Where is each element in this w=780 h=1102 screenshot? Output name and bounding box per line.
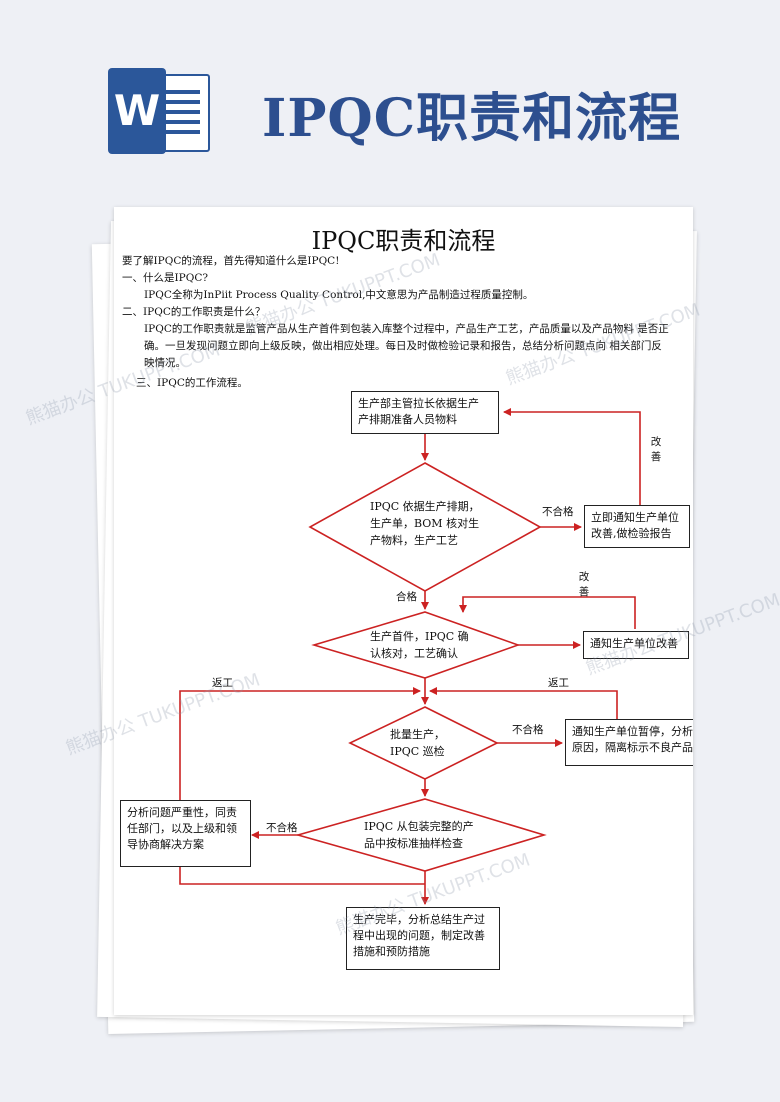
label-fail-1: 不合格 bbox=[542, 506, 574, 518]
box-notify-improve-line: 通知生产单位改善 bbox=[590, 637, 678, 650]
box-prepare-materials-line: 产排期准备人员物料 bbox=[358, 413, 457, 426]
diamond-check-materials-line: IPQC 依据生产排期， bbox=[370, 500, 480, 513]
box-summary-improvement: 生产完毕，分析总结生产过 程中出现的问题，制定改善 措施和预防措施 bbox=[346, 907, 500, 970]
box-summary-line: 措施和预防措施 bbox=[353, 945, 430, 958]
label-improve-2: 改善 bbox=[578, 571, 590, 598]
box-suspend-isolate-line: 通知生产单位暂停，分析 bbox=[572, 725, 693, 738]
diamond-check-materials-line: 生产单，BOM 核对生 bbox=[370, 517, 480, 530]
diamond-check-materials-line: 产物料，生产工艺 bbox=[370, 534, 458, 547]
section-2-heading: 二、IPQC的工作职责是什么？ bbox=[122, 306, 266, 318]
flowchart-connectors bbox=[179, 408, 641, 905]
diamond-patrol-text: 批量生产， IPQC 巡检 bbox=[390, 726, 470, 760]
diamond-sampling-text: IPQC 从包装完整的产 品中按标准抽样检查 bbox=[364, 818, 504, 852]
document-title: IPQC职责和流程 bbox=[311, 227, 496, 255]
diamond-sampling-line: 品中按标准抽样检查 bbox=[364, 837, 463, 850]
box-notify-improve: 通知生产单位改善 bbox=[583, 631, 689, 659]
section-1-body: IPQC全称为InPiit Process Quality Control,中文… bbox=[144, 289, 534, 301]
box-notify-inspection-line: 立即通知生产单位 bbox=[591, 511, 679, 524]
box-analyze-problem-line: 分析问题严重性，同责 bbox=[127, 806, 237, 819]
box-prepare-materials: 生产部主管拉长依据生产 产排期准备人员物料 bbox=[351, 391, 499, 434]
label-pass: 合格 bbox=[396, 591, 417, 603]
label-fail-3: 不合格 bbox=[266, 822, 298, 834]
document-page: IPQC职责和流程 要了解IPQC的流程，首先得知道什么是IPQC! 一、什么是… bbox=[114, 207, 693, 1015]
box-suspend-isolate: 通知生产单位暂停，分析 原因，隔离标示不良产品 bbox=[565, 719, 693, 766]
box-prepare-materials-line: 生产部主管拉长依据生产 bbox=[358, 397, 479, 410]
box-suspend-isolate-line: 原因，隔离标示不良产品 bbox=[572, 741, 693, 754]
diamond-first-article-line: 生产首件，IPQC 确 bbox=[370, 630, 469, 643]
section-1-heading: 一、什么是IPQC? bbox=[122, 272, 208, 284]
diamond-patrol-line: 批量生产， bbox=[390, 728, 445, 741]
box-summary-line: 程中出现的问题，制定改善 bbox=[353, 929, 485, 942]
box-analyze-problem-line: 导协商解决方案 bbox=[127, 838, 204, 851]
box-analyze-problem: 分析问题严重性，同责 任部门，以及上级和领 导协商解决方案 bbox=[120, 800, 251, 867]
diamond-check-materials-text: IPQC 依据生产排期， 生产单，BOM 核对生 产物料，生产工艺 bbox=[370, 498, 490, 549]
label-improve-1: 改善 bbox=[650, 436, 662, 463]
box-notify-inspection-report: 立即通知生产单位 改善,做检验报告 bbox=[584, 505, 690, 548]
section-3-heading: 三、IPQC的工作流程。 bbox=[136, 377, 248, 389]
word-doc-icon: W bbox=[108, 68, 210, 154]
section-2-body-line-3: 映情况。 bbox=[144, 357, 186, 369]
box-summary-line: 生产完毕，分析总结生产过 bbox=[353, 913, 485, 926]
diamond-first-article-line: 认核对，工艺确认 bbox=[370, 647, 458, 660]
label-fail-2: 不合格 bbox=[512, 724, 544, 736]
diamond-first-article-text: 生产首件，IPQC 确 认核对，工艺确认 bbox=[370, 628, 490, 662]
intro-line: 要了解IPQC的流程，首先得知道什么是IPQC! bbox=[122, 255, 340, 267]
page-title: IPQC职责和流程 bbox=[262, 88, 682, 149]
section-2-body-line-2: 确。一旦发现问题立即向上级反映，做出相应处理。每日及时做检验记录和报告，总结分析… bbox=[144, 340, 662, 352]
label-rework-right: 返工 bbox=[548, 677, 569, 689]
diamond-patrol-line: IPQC 巡检 bbox=[390, 745, 445, 758]
section-2-body-line-1: IPQC的工作职责就是监管产品从生产首件到包装入库整个过程中，产品生产工艺，产品… bbox=[144, 323, 669, 335]
box-analyze-problem-line: 任部门，以及上级和领 bbox=[127, 822, 237, 835]
box-notify-inspection-line: 改善,做检验报告 bbox=[591, 527, 672, 540]
label-rework-left: 返工 bbox=[212, 677, 233, 689]
word-logo-letter: W bbox=[108, 68, 166, 154]
page-header: W IPQC职责和流程 bbox=[0, 0, 780, 200]
diamond-sampling-line: IPQC 从包装完整的产 bbox=[364, 820, 474, 833]
